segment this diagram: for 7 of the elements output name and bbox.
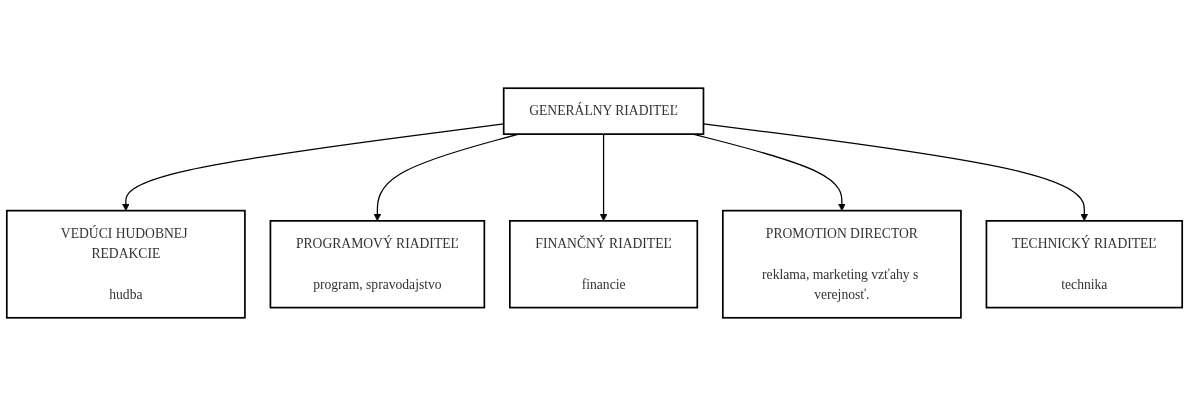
node-box: FINANČNÝ RIADITEĽ financie (509, 220, 699, 309)
node-box: PROMOTION DIRECTOR reklama, marketing vzťahy s verejnosť. (721, 209, 962, 319)
arrow (599, 133, 608, 222)
node-box: TECHNICKÝ RIADITEĽ technika (985, 220, 1184, 309)
node-box: VEDÚCI HUDOBNEJ REDAKCIE hudba (5, 209, 246, 319)
node-box: GENERÁLNY RIADITEĽ (502, 87, 705, 135)
node-box: PROGRAMOVÝ RIADITEĽ program, spravodajstvo (269, 220, 486, 309)
